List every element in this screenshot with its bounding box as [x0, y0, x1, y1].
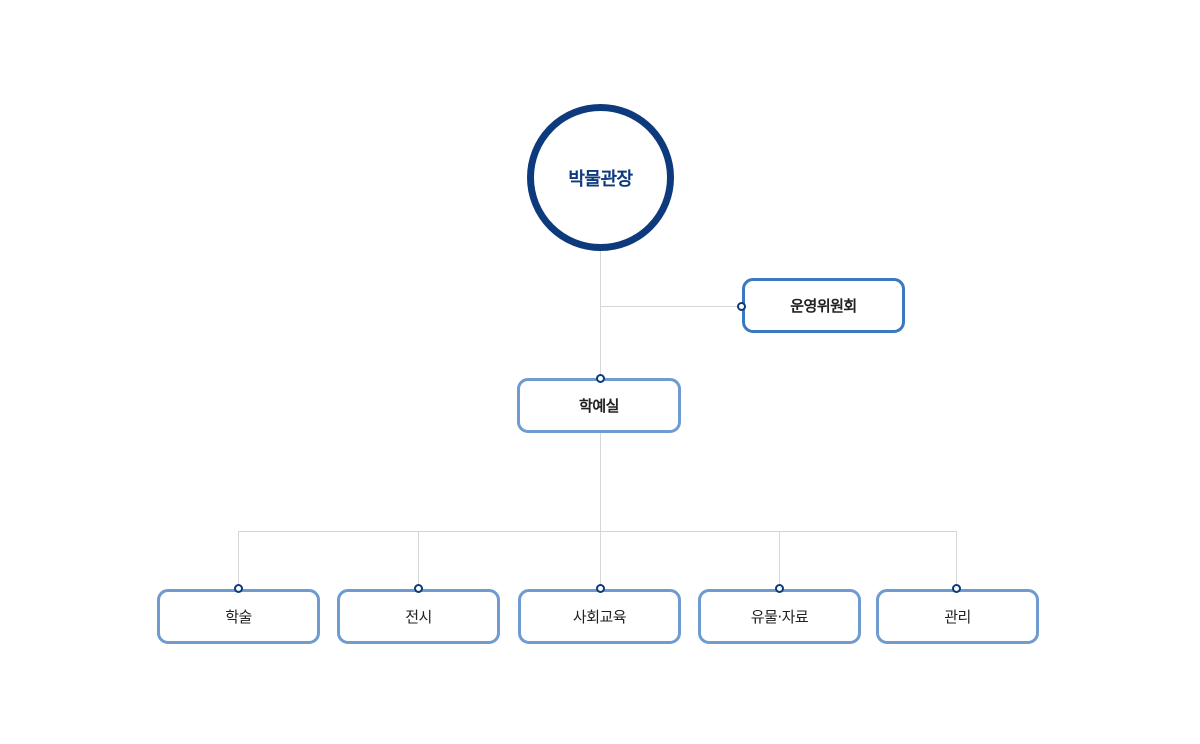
connector-root-to-office [600, 251, 601, 379]
committee-node-label: 운영위원회 [790, 297, 857, 315]
department-node-exhibition[interactable]: 전시 [337, 589, 500, 644]
root-node-director[interactable]: 박물관장 [527, 104, 674, 251]
department-connector-dot [952, 584, 961, 593]
office-node[interactable]: 학예실 [517, 378, 681, 433]
connector-drop-5 [956, 531, 957, 588]
committee-connector-dot [737, 302, 746, 311]
department-connector-dot [596, 584, 605, 593]
office-node-label: 학예실 [579, 397, 619, 415]
connector-drop-4 [779, 531, 780, 588]
department-node-academic[interactable]: 학술 [157, 589, 320, 644]
department-node-label: 사회교육 [572, 608, 627, 626]
department-node-label: 학술 [225, 608, 252, 626]
connector-drop-1 [238, 531, 239, 588]
office-connector-dot [596, 374, 605, 383]
root-node-label: 박물관장 [568, 168, 633, 190]
committee-node[interactable]: 운영위원회 [742, 278, 905, 333]
connector-drop-2 [418, 531, 419, 588]
department-connector-dot [775, 584, 784, 593]
connector-drop-3 [600, 531, 601, 588]
department-connector-dot [234, 584, 243, 593]
department-node-education[interactable]: 사회교육 [518, 589, 681, 644]
department-node-label: 유물·자료 [750, 608, 809, 626]
department-node-label: 전시 [405, 608, 432, 626]
connector-office-to-departments [600, 432, 601, 532]
department-node-management[interactable]: 관리 [876, 589, 1039, 644]
connector-department-bus [238, 531, 957, 532]
department-node-collections[interactable]: 유물·자료 [698, 589, 861, 644]
department-connector-dot [414, 584, 423, 593]
connector-to-committee [600, 306, 741, 307]
department-node-label: 관리 [944, 608, 971, 626]
